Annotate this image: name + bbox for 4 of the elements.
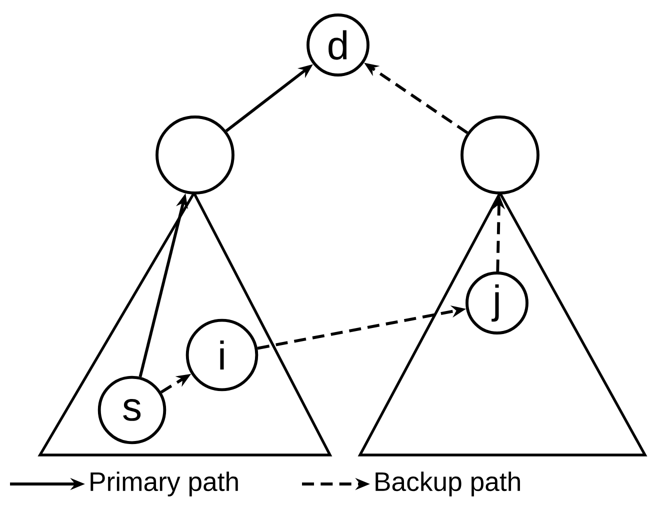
router-circle (156, 116, 234, 194)
router-circle (460, 116, 540, 194)
legend-text: Backup path (376, 472, 520, 496)
legend-text: Primary path (90, 472, 238, 496)
